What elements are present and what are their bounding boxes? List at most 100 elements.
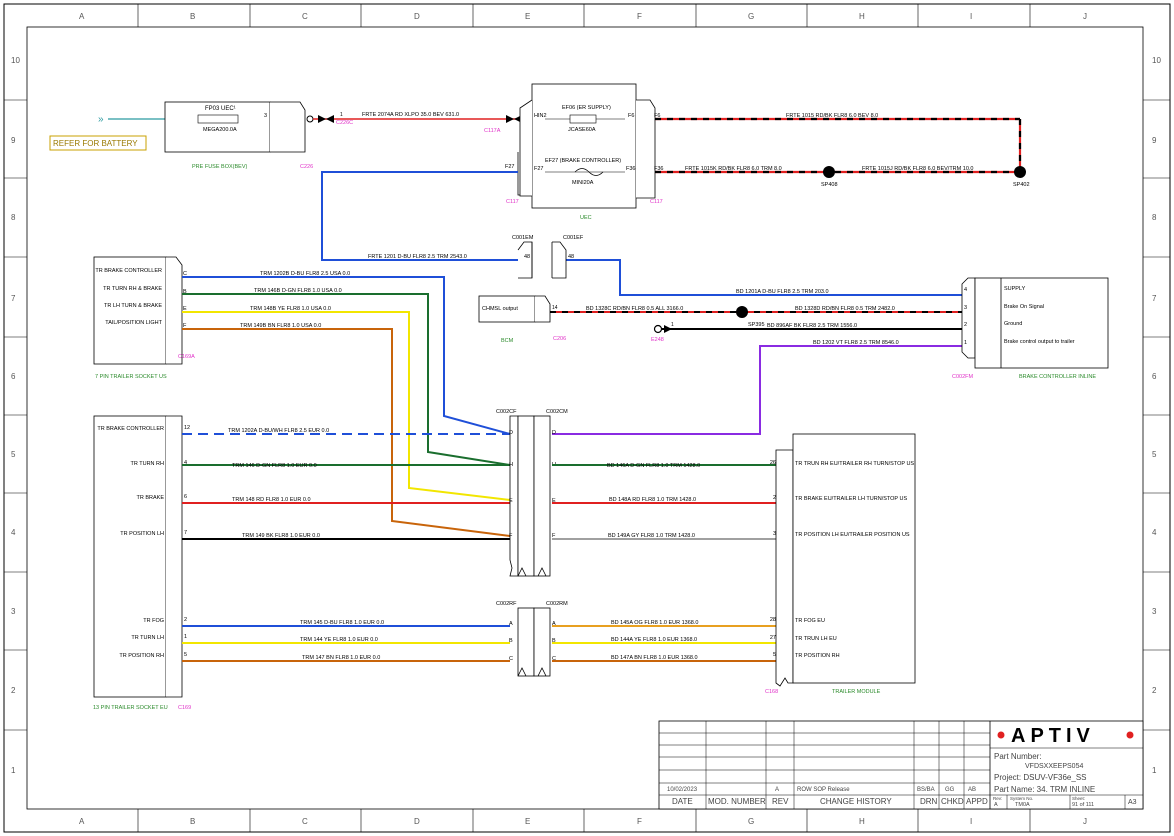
grid-row-left-8: 8 (11, 213, 16, 222)
grid-col-top-J: J (1083, 12, 1087, 21)
grid-row-right-2: 2 (1152, 686, 1157, 695)
aptiv-logo: APTIV (1011, 725, 1095, 747)
brake-controller-pin-label: SUPPLY (1004, 286, 1026, 292)
trailer-module-pin: 2 (773, 495, 776, 501)
splice-sp408 (823, 166, 835, 178)
history-change: ROW SOP Release (797, 787, 850, 793)
trailer-module-pin-label: TR TRUN RH EU/TRAILER RH TURN/STOP US (795, 461, 914, 467)
refer-box (49, 135, 147, 151)
header-change: CHANGE HISTORY (820, 797, 892, 806)
uec-name: UEC (580, 215, 592, 221)
fuse-fp03-label: FP03 UEC¹ (205, 106, 236, 112)
trailer-13pin-label: TR POSITION RH (119, 653, 164, 659)
outer-border (3, 3, 1171, 833)
ef06-type: JCASE60A (568, 127, 596, 133)
e248-pin: 1 (671, 322, 674, 328)
trailer-7pin-pin: F (183, 323, 187, 329)
wire-2074a-label: FRTE 2074A RD XLPO 35.0 BEV 631.0 (362, 112, 459, 118)
trailer-module-pins: TR TRUN RH EU/TRAILER RH TURN/STOP US26T… (770, 460, 915, 659)
c002rm-connector (533, 607, 551, 677)
brake-controller-pin: 2 (964, 322, 967, 328)
uec-box (531, 83, 637, 209)
c117-left-body (519, 99, 533, 197)
ef27-type: MINI20A (572, 180, 594, 186)
c002cm-pin: D (552, 430, 556, 436)
wire-148b-label: TRM 148B YE FLR8 1.0 USA 0.0 (250, 306, 331, 312)
header-appd: APPD (966, 797, 988, 806)
sp402-label: SP402 (1013, 182, 1030, 188)
sp408-label: SP408 (821, 182, 838, 188)
refer-label: REFER FOR BATTERY (53, 139, 138, 148)
trailer-13pin-pin: 5 (184, 652, 187, 658)
wire-144-label: TRM 144 YE FLR8 1.0 EUR 0.0 (300, 637, 378, 643)
aptiv-dot-right (1126, 731, 1134, 739)
grid-col-bottom-I: I (970, 817, 972, 826)
grid-row-left-5: 5 (11, 450, 16, 459)
c002c-tabs (517, 567, 547, 577)
wire-1201a (552, 259, 968, 296)
c117-pin-f36: F36 (654, 166, 663, 172)
sp395-label: SP395 (748, 322, 765, 328)
e248-ground-terminal (653, 324, 663, 334)
part-number-label: Part Number: (994, 752, 1042, 761)
trailer-module-pin: 3 (773, 531, 776, 537)
c206-connector (535, 295, 551, 323)
c002cf-pin: D (509, 430, 513, 436)
ef27-label: EF27 (BRAKE CONTROLLER) (545, 158, 621, 164)
c117-right-connector (636, 99, 656, 199)
wire-146b-label: TRM 146B D-GN FLR8 1.0 USA 0.0 (254, 288, 342, 294)
c002cf-label: C002CF (496, 409, 517, 415)
grid-row-right-1: 1 (1152, 766, 1157, 775)
c001ef-pin: 48 (568, 254, 574, 260)
c117-pin-f6: F6 (654, 113, 660, 119)
size: A3 (1128, 799, 1137, 806)
grid-col-bottom-D: D (414, 817, 420, 826)
wire-149b (182, 328, 511, 537)
trailer-module-pin: 5 (773, 652, 776, 658)
trailer-7pin-title: 7 PIN TRAILER SOCKET US (95, 374, 167, 380)
fuse-box-pin: 3 (264, 113, 267, 119)
trailer-13pin-title: 13 PIN TRAILER SOCKET EU (93, 705, 168, 711)
c002rf-pin: C (509, 656, 513, 662)
grid-row-right-3: 3 (1152, 607, 1157, 616)
trailer-13pin-label: TR BRAKE CONTROLLER (97, 426, 164, 432)
splice-sp395 (736, 306, 748, 318)
c226c-terminal (306, 115, 314, 123)
brake-controller-title: BRAKE CONTROLLER INLINE (1019, 374, 1096, 380)
c168-label: C168 (765, 689, 778, 695)
trailer-socket-13pin (93, 415, 167, 698)
wire-1328c-label: BD 1328C RD/BN FLR8 0.5 ALL 3166.0 (586, 306, 683, 312)
e248-label: E248 (651, 337, 664, 343)
grid-col-bottom-G: G (748, 817, 754, 826)
grid-row-left-4: 4 (11, 528, 16, 537)
splice-sp402 (1014, 166, 1026, 178)
trailer-13pin-pin: 1 (184, 634, 187, 640)
grid-row-right-5: 5 (1152, 450, 1157, 459)
c002rm-pin: B (552, 638, 556, 644)
trailer-7pin-pin: C (183, 271, 187, 277)
system-no: TM0A (1015, 802, 1030, 808)
trailer-7pin-label: TR LH TURN & BRAKE (104, 303, 162, 309)
c002cm-label: C002CM (546, 409, 568, 415)
grid-row-left-3: 3 (11, 607, 16, 616)
trailer-13pin-pin: 12 (184, 425, 190, 431)
c117a-connector-icon (506, 115, 522, 123)
brake-controller-pin: 3 (964, 305, 967, 311)
uec-pin-hin2: HIN2 (534, 113, 547, 119)
wire-1202a-label: TRM 1202A D-BU/WH FLR8 2.5 EUR 0.0 (228, 428, 329, 434)
brake-controller-pin: 1 (964, 340, 967, 346)
c002rf-connector (517, 607, 535, 677)
trailer-module-pin-label: TR BRAKE EU/TRAILER LH TURN/STOP US (795, 496, 907, 502)
wire-146b (182, 293, 511, 466)
system-no-label: System No. (1010, 796, 1033, 801)
title-block-frame (658, 720, 1144, 810)
grid-col-top-A: A (79, 12, 85, 21)
trailer-13pin-label: TR POSITION LH (120, 531, 164, 537)
grid-row-left-1: 1 (11, 766, 16, 775)
trailer-module-box (792, 433, 916, 684)
trailer-7pin-pin: E (183, 306, 187, 312)
wire-1328d-label: BD 1328D RD/BN FLR8 0.5 TRM 2482.0 (795, 306, 895, 312)
